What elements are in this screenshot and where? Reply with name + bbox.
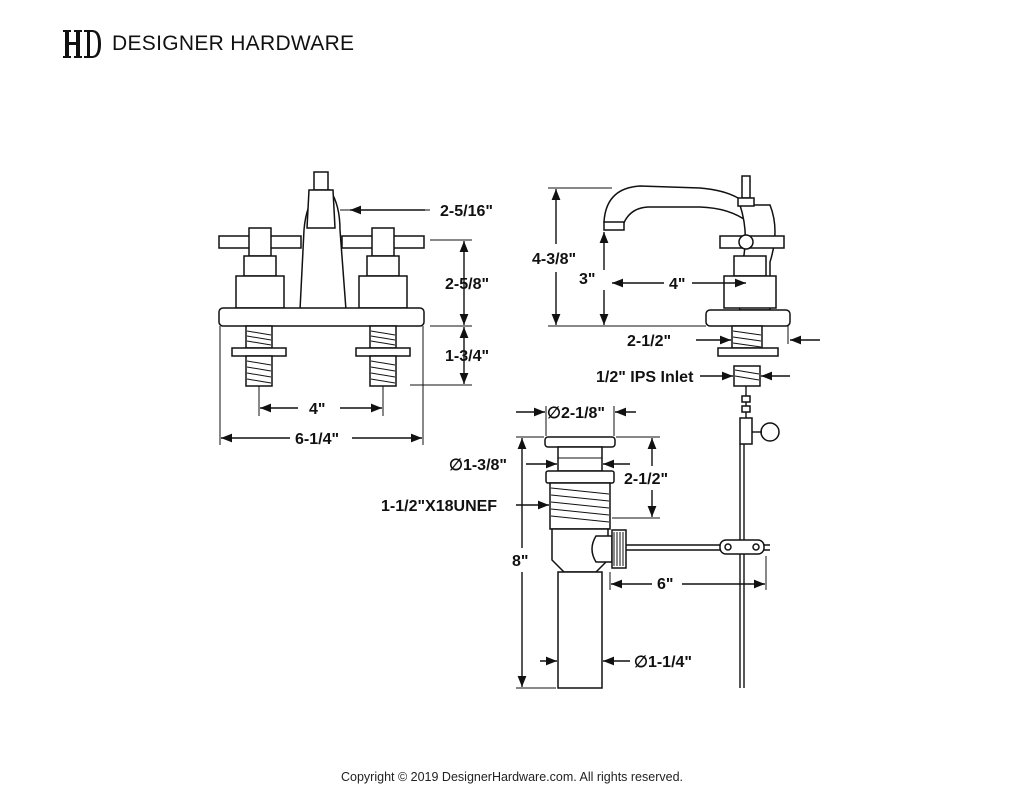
brand-name: DESIGNER HARDWARE: [112, 32, 355, 55]
drain-body-diameter-label: ∅1-3/8": [449, 457, 507, 474]
drain-tailpiece-diameter-label: ∅1-1/4": [634, 654, 692, 671]
front-overall-width-label: 6-1/4": [295, 431, 339, 448]
side-view: [548, 175, 820, 688]
side-overall-height-label: 4-3/8": [532, 251, 576, 268]
drain-overall-length-label: 8": [512, 553, 528, 570]
dh-monogram-icon: [63, 30, 101, 58]
drain-assembly: [516, 406, 770, 689]
brand-header: DESIGNER HARDWARE: [62, 26, 354, 62]
front-shank-length-label: 1-3/4": [445, 348, 489, 365]
front-spout-height-label: 2-5/16": [440, 203, 493, 220]
side-spout-reach-label: 4": [669, 276, 685, 293]
drain-upper-height-label: 2-1/2": [624, 471, 668, 488]
side-inlet-label: 1/2" IPS Inlet: [596, 369, 694, 386]
side-spout-clearance-label: 3": [579, 271, 595, 288]
front-center-spread-label: 4": [309, 401, 325, 418]
front-handle-height-label: 2-5/8": [445, 276, 489, 293]
drain-lift-rod-label: 6": [657, 576, 673, 593]
side-deck-max-label: 2-1/2": [627, 333, 671, 350]
drain-thread-label: 1-1/2"X18UNEF: [381, 498, 497, 515]
drain-flange-diameter-label: ∅2-1/8": [547, 405, 605, 422]
front-view: [218, 171, 472, 445]
copyright-footer: Copyright © 2019 DesignerHardware.com. A…: [341, 770, 683, 784]
